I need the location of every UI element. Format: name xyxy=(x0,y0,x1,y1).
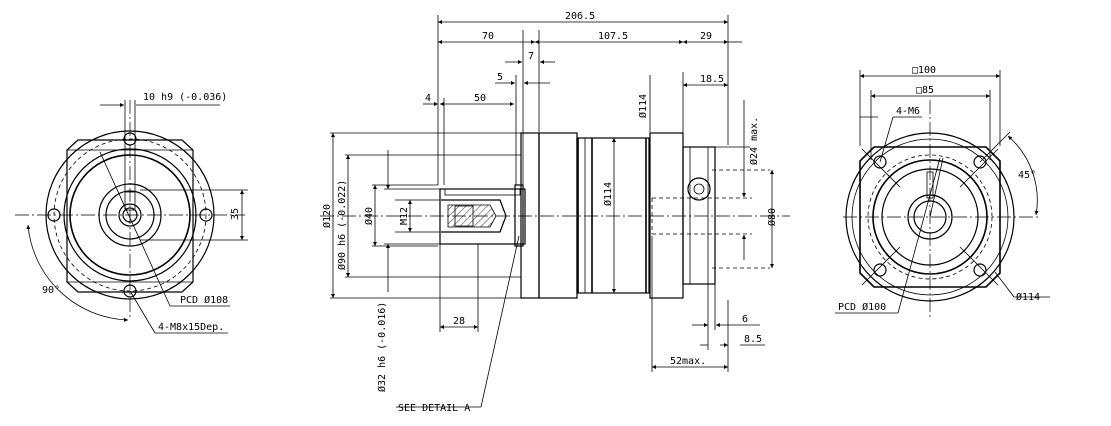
dim-107-5: 107.5 xyxy=(598,31,628,42)
dim-7: 7 xyxy=(528,51,534,62)
m6-thread-label: 4-M6 xyxy=(896,106,920,117)
dim-29: 29 xyxy=(700,31,712,42)
dim-50: 50 xyxy=(474,93,486,104)
key-width-label: 10 h9 (-0.036) xyxy=(143,92,227,103)
dim-120: Ø120 xyxy=(321,204,333,228)
dim-m12: M12 xyxy=(399,207,410,225)
right-end-view: □100 □85 4-M6 45° PCD Ø100 Ø114 xyxy=(835,65,1050,320)
dim-sq85: □85 xyxy=(916,85,934,96)
dim-114-right: Ø114 xyxy=(1016,291,1040,303)
dim-70: 70 xyxy=(482,31,494,42)
dim-28: 28 xyxy=(453,316,465,327)
dim-32h6: Ø32 h6 (-0.016) xyxy=(376,302,388,392)
dim-total-length: 206.5 xyxy=(565,11,595,22)
angle-45: 45° xyxy=(1018,170,1036,181)
pcd-108-label: PCD Ø108 xyxy=(180,294,228,306)
see-detail-a: SEE DETAIL A xyxy=(398,403,470,414)
m8-thread-label: 4-M8x15Dep. xyxy=(158,322,224,333)
dim-4: 4 xyxy=(425,93,431,104)
dim-35: 35 xyxy=(230,208,241,220)
dim-40: Ø40 xyxy=(363,207,375,225)
dim-5: 5 xyxy=(497,72,503,83)
dim-6: 6 xyxy=(742,314,748,325)
angle-90: 90° xyxy=(42,285,60,296)
dim-18-5: 18.5 xyxy=(700,74,724,85)
dim-8-5: 8.5 xyxy=(744,334,762,345)
dim-sq100: □100 xyxy=(912,65,936,76)
dim-114-mid: Ø114 xyxy=(602,182,614,206)
dim-52max: 52max. xyxy=(670,356,706,367)
dim-90h6: Ø90 h6 (-0.022) xyxy=(336,180,348,270)
dim-114-top: Ø114 xyxy=(637,94,649,118)
side-view: 206.5 70 107.5 29 7 5 18.5 4 50 Ø114 Ø24… xyxy=(320,11,790,414)
left-end-view: 10 h9 (-0.036) 35 90° PCD Ø108 4-M8x15De… xyxy=(15,92,248,334)
dim-80: Ø80 xyxy=(766,208,778,226)
pcd-100-label: PCD Ø100 xyxy=(838,301,886,313)
dim-24max: Ø24 max. xyxy=(748,117,760,165)
